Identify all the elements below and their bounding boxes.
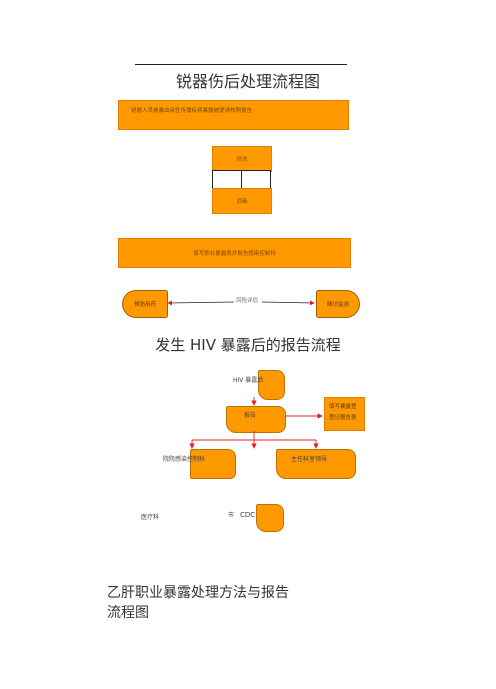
leader-label: 主任科室领导	[291, 456, 328, 463]
flowchart-title-hiv: 发生 HIV 暴露后的报告流程	[155, 336, 341, 354]
register-form-box: 填写暴露登 登记报告表	[324, 397, 365, 431]
hiv-exposure-node	[258, 370, 285, 400]
arrow-risk-to-preventive	[167, 300, 235, 306]
hiv-exposure-label: HIV 暴露后	[233, 377, 264, 384]
register-line-2: 登记报告表	[329, 415, 357, 421]
register-line-1: 填写暴露登	[329, 404, 357, 410]
followup-monitoring-node: 随访监测	[316, 290, 360, 318]
notice-box: 锐器人员被暴血液性传播疾病暴露被提请核照报告	[118, 100, 349, 130]
fill-report-box: 填写职业暴露表并报告感染控制科	[118, 238, 351, 268]
squeeze-box: 挤洗	[212, 146, 272, 172]
medical-dept-label: 医疗科	[141, 514, 160, 521]
cdc-node	[256, 504, 284, 532]
flowchart-title-hbv: 乙肝职业暴露处理方法与报告 流程图	[107, 583, 289, 623]
preventive-medication-node: 预防用药	[122, 290, 168, 318]
report-node	[226, 406, 286, 433]
hbv-title-line-2: 流程图	[107, 605, 149, 621]
infection-dept-node	[190, 449, 236, 479]
cdc-label: 市 CDC	[228, 510, 255, 519]
leader-node	[276, 449, 356, 479]
cdc-prefix: 市	[228, 512, 235, 519]
rinse-box: 消毒	[212, 188, 272, 214]
infection-dept-label: 院院感染控制科	[163, 456, 206, 463]
hbv-title-line-1: 乙肝职业暴露处理方法与报告	[107, 585, 289, 601]
title-rule	[135, 64, 347, 65]
flowchart-title-sharps: 锐器伤后处理流程图	[175, 72, 320, 91]
risk-assessment-label: 风险评估	[236, 298, 259, 304]
cdc-text: CDC	[239, 511, 256, 519]
report-label: 报告	[244, 412, 257, 419]
connector-divider	[241, 170, 242, 190]
arrow-risk-to-followup	[261, 300, 315, 306]
